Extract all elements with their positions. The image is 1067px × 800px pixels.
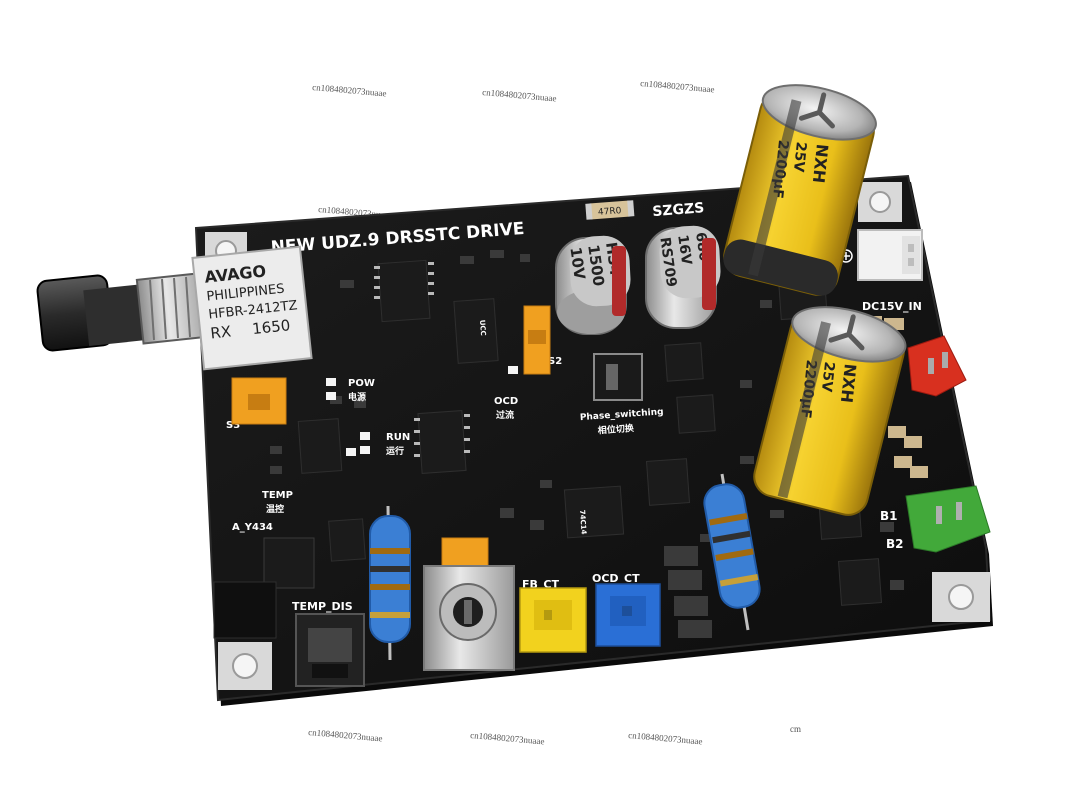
cap2-line2: 16V: [674, 234, 694, 266]
cap1-line2: 1500: [584, 243, 608, 287]
ic-pins: [374, 262, 470, 457]
large-capacitor-a: NXH 25V 2200μF: [723, 84, 877, 296]
label-run-cn: 运行: [386, 445, 404, 457]
watermark: cn1084802073nuaae: [482, 87, 557, 103]
label-pow-cn: 电源: [348, 391, 366, 403]
label-s2: S2: [548, 356, 562, 367]
resistor-47r0: 47R0: [585, 200, 635, 220]
watermark: cn1084802073nuaae: [308, 727, 383, 743]
watermark: cn1084802073nuaae: [470, 730, 545, 746]
cap-b-line2: 25V: [818, 361, 837, 393]
label-pow: POW: [348, 378, 375, 389]
fiber-optic-receiver: AVAGO PHILIPPINES HFBR-2412TZ RX 1650: [36, 245, 313, 371]
watermark: cn1084802073nuaae: [312, 82, 387, 98]
mounting-hole-bottom-right: [932, 572, 990, 622]
label-ocd-ct: OCD_CT: [592, 572, 640, 585]
chip-marking: 74C14: [578, 510, 588, 535]
small-capacitor-2: 680 16V RS709: [645, 225, 721, 329]
watermark: cn1084802073nuaae: [628, 730, 703, 746]
trimmer-potentiometer: [423, 565, 515, 671]
label-temp-dis: TEMP_DIS: [292, 600, 353, 613]
small-capacitor-1: HS4 1500 10V: [555, 235, 631, 335]
watermark: cm: [790, 724, 801, 734]
smd-element: [213, 537, 315, 639]
label-temp: TEMP: [262, 490, 293, 501]
green-connector-b1-b2: [905, 485, 991, 553]
jumper-s2: [523, 305, 551, 375]
label-b2: B2: [886, 537, 904, 551]
chip-marking: UCC: [478, 320, 487, 336]
jumper-s3: [231, 377, 287, 425]
receiver-line3: RX: [209, 322, 231, 342]
large-capacitor-b: NXH 25V 2200μF: [753, 306, 907, 516]
temp-sensor: [295, 613, 365, 687]
mounting-hole-top-right: [858, 182, 902, 222]
blue-power-resistor: [369, 505, 411, 661]
cap2-line3: RS709: [656, 236, 679, 288]
label-b1: B1: [880, 509, 898, 523]
label-s3: S3: [226, 420, 240, 431]
receiver-line4: 1650: [251, 316, 291, 338]
ocd-ct-connector: [595, 583, 661, 647]
mounting-hole-bottom-left: [218, 642, 272, 690]
resistor-code: 47R0: [598, 206, 622, 218]
phase-slide-switch: [593, 353, 643, 401]
led-indicators: [326, 366, 518, 456]
blue-power-resistor: [703, 473, 761, 631]
jumper-pot: [441, 537, 489, 567]
cap1-line3: 10V: [566, 246, 588, 281]
cap-a-line2: 25V: [790, 141, 809, 173]
label-phase-switching-cn: 相位切换: [597, 422, 635, 437]
silkscreen-labels: POW 电源 RUN 运行 OCD 过流 TEMP 温控 S3 S2 Phase…: [226, 300, 922, 613]
fb-ct-connector: [519, 587, 587, 653]
red-connector: [907, 335, 967, 397]
label-ocd-cn: 过流: [496, 409, 514, 421]
watermark: cn1084802073nuaae: [640, 78, 715, 94]
label-dc-in: DC15V_IN: [862, 300, 922, 313]
label-run: RUN: [386, 432, 410, 443]
pcb-board: NEW UDZ.9 DRSSTC DRIVE SZGZS 47R0: [194, 174, 993, 706]
label-temp-cn: 温控: [266, 503, 284, 515]
dc-power-connector: [839, 229, 923, 281]
label-ocd: OCD: [494, 396, 518, 407]
cap-b-line1: NXH: [837, 363, 860, 404]
label-ay: A_Y434: [232, 522, 273, 533]
small-chip: [664, 546, 712, 638]
cap-a-line1: NXH: [809, 143, 832, 184]
brand-label: SZGZS: [652, 200, 705, 220]
